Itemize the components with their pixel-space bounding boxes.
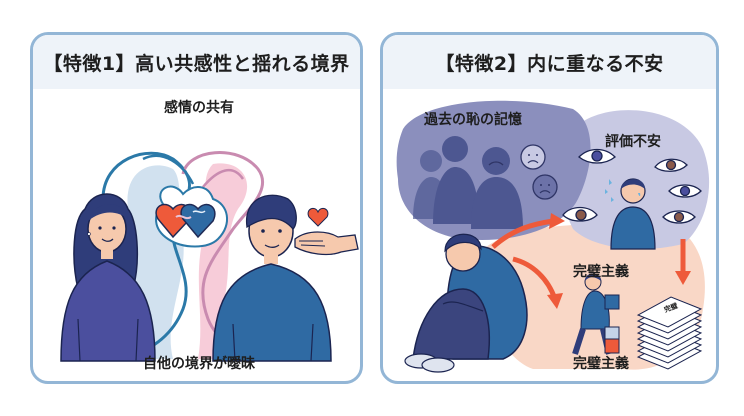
open-hand-icon [294,231,359,256]
woman-figure [60,193,156,362]
perfectionism-label-top: 完璧主義 [573,264,629,280]
perfectionism-label-bottom: 完璧主義 [573,356,629,372]
small-heart-icon [307,207,329,227]
anxiety-illustration: 過去の恥の記憶 評価不安 完璧主義 完璧主義 完璧 [383,89,716,381]
arrow-icon [491,218,686,300]
feature-2-title: 【特徴2】内に重なる不安 [383,35,716,89]
emotion-sharing-label: 感情の共有 [164,100,234,116]
empathy-illustration: 感情の共有 自他の境界が曖昧 [33,89,360,381]
paper-stack-icon [636,296,703,370]
feature-1-panel: 【特徴1】高い共感性と揺れる境界 [30,32,363,384]
working-person [572,273,620,355]
feature-2-panel: 【特徴2】内に重なる不安 [380,32,719,384]
blurred-boundary-label: 自他の境界が曖昧 [143,356,255,372]
anxious-person [605,178,656,250]
evaluation-anxiety-label: 評価不安 [605,134,661,150]
shame-memory-label: 過去の恥の記憶 [424,112,522,128]
man-figure [212,194,332,362]
sitting-person [404,233,528,373]
feature-1-title: 【特徴1】高い共感性と揺れる境界 [33,35,360,89]
crowd-silhouettes [413,136,523,229]
sad-face-icon [520,144,558,200]
watching-eyes-icon [562,148,702,224]
interlocked-hearts-icon [155,203,216,239]
